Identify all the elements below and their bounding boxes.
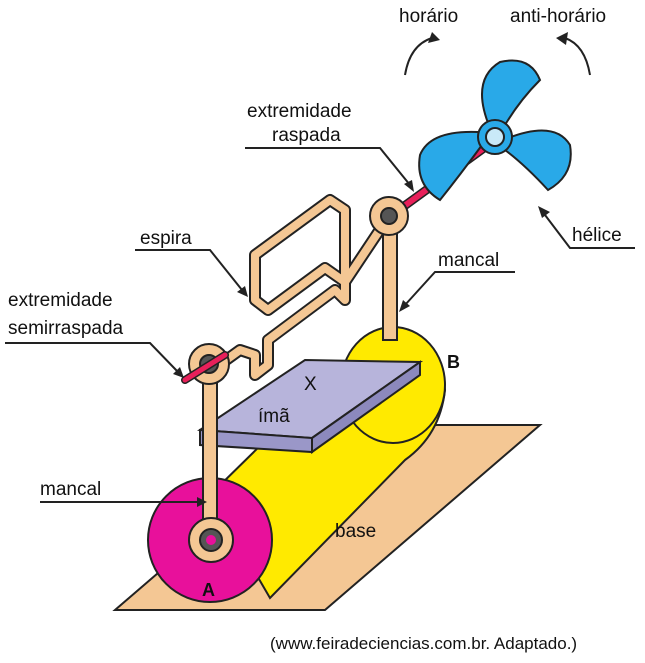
source-credit: (www.feiradeciencias.com.br. Adaptado.) xyxy=(270,634,577,653)
label-horario: horário xyxy=(399,6,458,27)
label-extremidade-raspada-line1: extremidade xyxy=(247,101,352,122)
fan-hub-inner xyxy=(485,127,505,147)
label-anti-horario: anti-horário xyxy=(510,6,606,27)
label-extremidade-raspada-line2: raspada xyxy=(272,125,341,146)
magnet-side xyxy=(311,360,421,454)
right-bearing-hole xyxy=(380,207,398,225)
leader-mancal-left-arrow xyxy=(197,497,207,507)
leader-mancal-right-arrow xyxy=(399,300,410,312)
leader-extremidade-raspada xyxy=(245,147,411,186)
label-base: base xyxy=(335,521,376,542)
coil-wire-fill xyxy=(211,196,389,379)
label-extremidade-semi-line1: extremidade xyxy=(8,290,113,311)
label-extremidade-semi-line2: semirraspada xyxy=(8,318,124,339)
clockwise-arrow xyxy=(404,37,433,76)
left-support-bar xyxy=(202,369,218,541)
leader-espira xyxy=(135,249,243,291)
leader-extremidade-raspada-arrow xyxy=(404,180,414,192)
leader-extremidade-semi xyxy=(5,342,179,373)
leader-helice xyxy=(544,214,635,249)
leader-espira-arrow xyxy=(237,286,248,297)
leader-extremidade-semi-arrow xyxy=(173,367,184,378)
left-shaft-fill xyxy=(182,352,228,383)
leader-helice-arrow xyxy=(538,206,550,218)
fan-blade-left xyxy=(418,130,484,202)
counterclockwise-arrow xyxy=(564,37,591,76)
label-ima: ímã xyxy=(258,406,290,427)
label-x: X xyxy=(304,374,317,395)
fan-propeller xyxy=(418,59,572,202)
label-b: B xyxy=(447,352,460,372)
fan-blade-top xyxy=(481,59,542,130)
left-support-hole-inner xyxy=(206,535,216,545)
counterclockwise-arrowhead xyxy=(556,32,568,45)
label-helice: hélice xyxy=(572,225,622,246)
label-espira: espira xyxy=(140,228,192,249)
label-mancal-left: mancal xyxy=(40,479,101,500)
fan-blade-right xyxy=(503,129,572,192)
leader-mancal-right xyxy=(404,271,515,306)
label-mancal-right: mancal xyxy=(438,250,499,271)
clockwise-arrowhead xyxy=(428,32,440,43)
label-a: A xyxy=(202,580,215,600)
